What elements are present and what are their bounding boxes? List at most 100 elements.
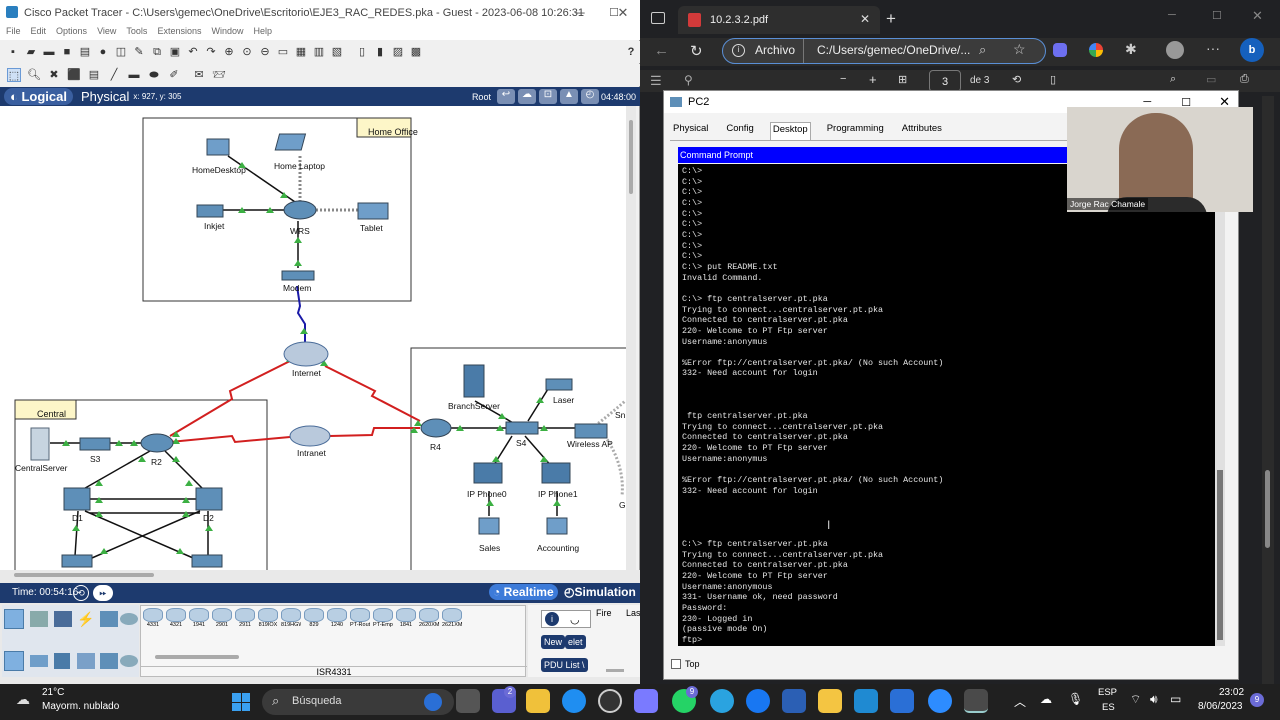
facebook-icon[interactable] bbox=[746, 689, 770, 713]
volume-icon[interactable]: 🔊︎ bbox=[1150, 692, 1158, 706]
wifi-icon[interactable]: ⌔ bbox=[1130, 692, 1142, 706]
complex-pdu-icon[interactable]: 📨︎ bbox=[212, 69, 226, 81]
extensions-icon[interactable]: ✱ bbox=[1125, 41, 1137, 57]
device-model-tile[interactable]: 4331 bbox=[143, 608, 163, 630]
menu-edit[interactable]: Edit bbox=[30, 26, 47, 36]
azure-icon[interactable] bbox=[890, 689, 914, 713]
device-wireless-ap[interactable]: Wireless AP bbox=[567, 439, 613, 449]
copy-icon[interactable]: ⧉ bbox=[153, 46, 161, 58]
dell-icon[interactable] bbox=[598, 689, 622, 713]
viewport-icon[interactable]: ⊡ bbox=[538, 89, 557, 104]
screen-icon[interactable]: ▩ bbox=[410, 46, 422, 58]
tab-actions-icon[interactable] bbox=[651, 12, 665, 24]
task-view-icon[interactable] bbox=[456, 689, 480, 713]
topology-canvas[interactable]: Home Office Central HomeDesktop Home Lap… bbox=[0, 106, 632, 570]
command-prompt-output[interactable]: C:\> C:\> C:\> C:\> C:\> C:\> C:\> C:\> … bbox=[678, 164, 1215, 646]
device-laser[interactable]: Laser bbox=[553, 395, 575, 405]
edge-close-icon[interactable]: ✕ bbox=[1252, 8, 1263, 23]
inspect-icon[interactable]: 🔍︎ bbox=[27, 69, 41, 81]
file-explorer-icon[interactable] bbox=[818, 689, 842, 713]
new-scenario-button[interactable]: New bbox=[541, 635, 566, 649]
device-home-laptop[interactable]: Home Laptop bbox=[274, 161, 326, 171]
rotate-icon[interactable]: ⟲ bbox=[1012, 74, 1022, 86]
microphone-icon[interactable]: 🎙︎ bbox=[1068, 692, 1084, 706]
delete-icon[interactable]: ✖ bbox=[49, 69, 59, 81]
activity-wizard-icon[interactable]: ✎ bbox=[134, 46, 144, 58]
terminal-scroll-thumb[interactable] bbox=[1217, 470, 1223, 640]
pc2-maximize-icon[interactable]: ☐ bbox=[1181, 96, 1192, 109]
menu-extensions[interactable]: Extensions bbox=[157, 26, 202, 36]
undo-icon[interactable]: ↶ bbox=[188, 46, 198, 58]
open-samples-icon[interactable]: ▬ bbox=[43, 46, 55, 58]
store-icon[interactable] bbox=[526, 689, 550, 713]
device-model-tile[interactable]: 2901 bbox=[212, 608, 232, 630]
freeform-tool-icon[interactable]: ✐ bbox=[169, 69, 179, 81]
menu-options[interactable]: Options bbox=[56, 26, 88, 36]
pdu-scroll-thumb[interactable] bbox=[606, 669, 624, 672]
hubs-icon[interactable] bbox=[54, 653, 70, 669]
page-number-input[interactable]: 3 bbox=[929, 70, 961, 92]
edge-maximize-icon[interactable]: ☐ bbox=[1212, 10, 1222, 22]
tab-attributes[interactable]: Attributes bbox=[901, 123, 942, 134]
scroll-thumb[interactable] bbox=[629, 120, 633, 194]
print-pdf-icon[interactable]: ⎙ bbox=[1240, 73, 1249, 85]
device-tablet[interactable]: Tablet bbox=[360, 223, 383, 233]
device-sales[interactable]: Sales bbox=[479, 543, 501, 553]
connections-icon[interactable]: ⚡ bbox=[77, 611, 95, 627]
environment-icon[interactable]: ▲ bbox=[559, 89, 578, 104]
back-icon[interactable]: ↩ bbox=[496, 89, 515, 104]
telegram-icon[interactable] bbox=[710, 689, 734, 713]
export-icon[interactable]: ▨ bbox=[392, 46, 404, 58]
device-central-server[interactable]: CentralServer bbox=[15, 463, 68, 473]
zoom-icon[interactable]: ⌕ bbox=[979, 42, 987, 57]
line-tool-icon[interactable]: ╱ bbox=[110, 69, 118, 81]
edge-minimize-icon[interactable]: ─ bbox=[1168, 9, 1176, 21]
contents-icon[interactable]: ☰ bbox=[650, 73, 662, 88]
device-model-tile[interactable]: 2621XM bbox=[442, 608, 462, 630]
canvas-vertical-scrollbar[interactable] bbox=[626, 106, 636, 570]
device-g[interactable]: G bbox=[619, 500, 626, 510]
onedrive-icon[interactable]: ☁ bbox=[1040, 692, 1052, 706]
edge-scrollbar[interactable] bbox=[1262, 96, 1274, 684]
profile-avatar[interactable] bbox=[1166, 41, 1184, 59]
paste-icon[interactable]: ▣ bbox=[169, 46, 181, 58]
page-view-icon[interactable]: ▯ bbox=[1050, 74, 1057, 86]
extension-icon[interactable] bbox=[1053, 43, 1067, 57]
pdu-list-button[interactable]: PDU List \ bbox=[541, 658, 588, 672]
zoom-in-icon[interactable]: ⊕ bbox=[224, 46, 234, 58]
top-checkbox[interactable] bbox=[671, 659, 681, 669]
device-d2[interactable]: D2 bbox=[203, 513, 214, 523]
fast-forward-icon[interactable]: ⏩︎ bbox=[93, 585, 113, 601]
reset-time-icon[interactable]: ⟲ bbox=[73, 585, 89, 601]
weather-temp[interactable]: 21°C bbox=[42, 687, 65, 698]
select-tool-icon[interactable]: ⬚ bbox=[7, 68, 21, 82]
device-branch-server[interactable]: BranchServer bbox=[448, 401, 500, 411]
device-internet[interactable]: Internet bbox=[292, 368, 321, 378]
open-file-icon[interactable]: ▰ bbox=[26, 46, 36, 58]
maximize-button[interactable]: ☐ bbox=[609, 7, 619, 19]
device-r2[interactable]: R2 bbox=[151, 457, 162, 467]
device-model-tile[interactable]: 1841 bbox=[396, 608, 416, 630]
print-icon[interactable]: ▤ bbox=[79, 46, 91, 58]
rectangle-tool-icon[interactable]: ▬ bbox=[128, 69, 140, 81]
save-icon[interactable]: ■ bbox=[63, 46, 71, 58]
battery-icon[interactable]: ▭ bbox=[1170, 692, 1182, 706]
back-arrow-icon[interactable]: ← bbox=[654, 42, 669, 59]
routers-icon[interactable] bbox=[4, 651, 24, 671]
clock-date[interactable]: 8/06/2023 bbox=[1198, 701, 1243, 712]
edge-taskbar-icon[interactable] bbox=[562, 689, 586, 713]
zoom-in-pdf-icon[interactable]: + bbox=[869, 72, 877, 87]
ellipse-tool-icon[interactable]: ⬬ bbox=[149, 69, 159, 81]
wan-emulation-icon[interactable] bbox=[120, 655, 138, 667]
note-icon[interactable]: ▤ bbox=[88, 69, 100, 81]
realtime-button[interactable]: ◔ Realtime bbox=[489, 584, 558, 600]
tab-pdf[interactable]: 10.2.3.2.pdf ✕ bbox=[678, 6, 880, 34]
menu-view[interactable]: View bbox=[97, 26, 117, 36]
device-model-tile[interactable]: 829 bbox=[304, 608, 324, 630]
new-tab-icon[interactable]: + bbox=[886, 9, 896, 28]
tab-programming[interactable]: Programming bbox=[826, 123, 884, 134]
tab-config[interactable]: Config bbox=[726, 123, 754, 134]
device-sn[interactable]: Sn bbox=[615, 410, 626, 420]
save-pdf-icon[interactable]: ▭ bbox=[1206, 74, 1217, 86]
lang-secondary[interactable]: ES bbox=[1102, 702, 1115, 713]
